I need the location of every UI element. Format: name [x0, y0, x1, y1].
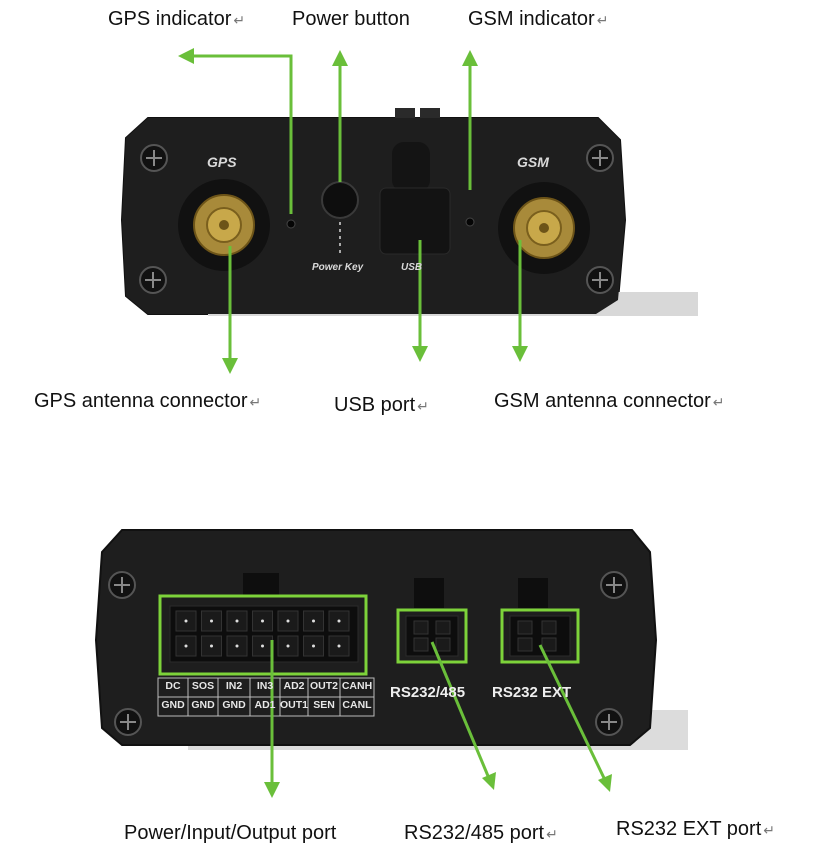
pin-label: DC — [165, 680, 181, 692]
pin-contact — [261, 619, 264, 623]
rs232-ext-silk-label: RS232 EXT — [492, 684, 572, 701]
usb-silk-label: USB — [401, 262, 423, 273]
pin-label: AD2 — [283, 680, 305, 692]
screw-icon — [108, 571, 136, 599]
power-io-connector — [158, 594, 368, 676]
pin-label: SEN — [313, 699, 335, 711]
pin-label: CANL — [342, 699, 372, 711]
gps-indicator-led — [286, 219, 296, 229]
gps-antenna-connector — [178, 179, 270, 271]
pin-label-table — [157, 677, 375, 717]
pin-label: OUT1 — [280, 699, 309, 711]
pin-label: IN3 — [256, 680, 274, 692]
pin-label: GND — [222, 699, 246, 711]
power-button-label: Power button — [292, 8, 410, 30]
pin-contact — [337, 619, 341, 623]
power-io-port-label: Power/Input/Output port — [124, 822, 337, 844]
power-key-silk-label: Power Key — [312, 262, 364, 273]
pin-contact — [235, 644, 239, 648]
pin-contact — [337, 644, 341, 648]
pin-label: SOS — [191, 680, 215, 692]
device-rear-panel — [94, 529, 658, 746]
gps-antenna-label: GPS antenna connector↵ — [34, 390, 262, 412]
gsm-antenna-connector — [498, 182, 590, 274]
screw-icon — [600, 571, 628, 599]
gsm-indicator-label: GSM indicator↵ — [468, 8, 609, 30]
pin-label: CANH — [341, 680, 373, 692]
pin-contact — [312, 619, 315, 623]
pin-contact — [210, 619, 213, 623]
pin-contact — [235, 619, 239, 623]
pin-contact — [286, 644, 290, 648]
pin-label: IN2 — [225, 680, 243, 692]
screw-icon — [140, 144, 168, 172]
pin-contact — [261, 644, 264, 648]
pin-label: AD1 — [254, 699, 276, 711]
arrowhead-icon — [264, 772, 612, 798]
pin-contact — [184, 619, 188, 623]
callout-arrows-bottom — [270, 640, 606, 784]
pin-contact — [312, 644, 315, 648]
gsm-silk-label: GSM — [517, 154, 549, 170]
callout-arrows-top — [190, 54, 522, 360]
pin-label: GND — [191, 699, 215, 711]
usb-port-cover — [379, 142, 451, 255]
screw-icon — [595, 708, 623, 736]
pin-label: GND — [161, 699, 185, 711]
gps-silk-label: GPS — [207, 154, 237, 170]
pin-contact — [210, 644, 213, 648]
screw-icon — [586, 266, 614, 294]
screw-icon — [139, 266, 167, 294]
arrowhead-icon — [178, 48, 528, 374]
usb-port-label: USB port↵ — [334, 394, 429, 416]
pin-contact — [184, 644, 188, 648]
pin-contact — [286, 619, 290, 623]
gsm-antenna-label: GSM antenna connector↵ — [494, 390, 725, 412]
rs232-ext-connector — [500, 608, 580, 664]
gsm-indicator-led — [465, 217, 475, 227]
rs232-485-silk-label: RS232/485 — [390, 684, 466, 701]
rs232-485-port-label: RS232/485 port↵ — [404, 822, 558, 844]
rs232-ext-port-label: RS232 EXT port↵ — [616, 818, 775, 840]
screw-icon — [114, 708, 142, 736]
gps-indicator-label: GPS indicator↵ — [108, 8, 246, 30]
screw-icon — [586, 144, 614, 172]
pin-label: OUT2 — [309, 680, 338, 692]
rs232-485-connector — [396, 608, 468, 664]
